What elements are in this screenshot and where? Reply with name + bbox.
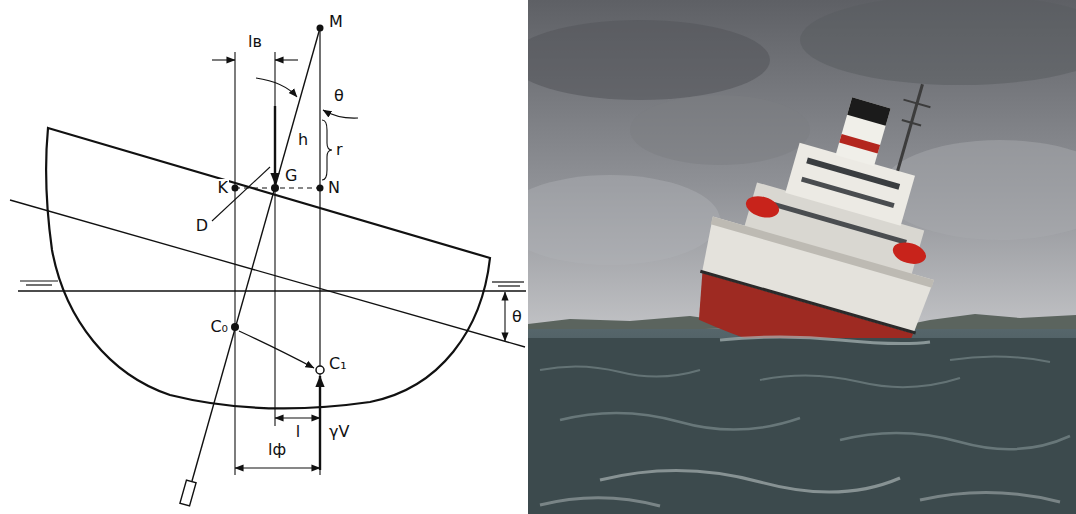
point-label: M	[328, 13, 344, 31]
ship-photo	[528, 0, 1076, 514]
sea-foreground	[528, 338, 1076, 514]
point-label: G	[284, 167, 298, 185]
extension-line	[274, 192, 275, 426]
wave	[560, 413, 800, 430]
dimension-arrow	[275, 59, 298, 60]
window-row	[801, 177, 895, 208]
funnel-band	[839, 134, 880, 154]
funnel-top	[847, 97, 890, 125]
ship	[683, 39, 985, 386]
point-dot	[231, 323, 239, 331]
wave	[840, 433, 1070, 449]
wave	[950, 356, 1050, 362]
point-label: lв	[247, 33, 263, 51]
angle-arrow	[323, 110, 358, 118]
point-label: C₀	[209, 318, 229, 336]
centre-line	[192, 28, 320, 481]
lifeboat	[743, 193, 781, 222]
extension-line	[319, 374, 320, 475]
weight-arrow	[274, 106, 276, 184]
point-label: r	[335, 141, 344, 159]
point-dot	[271, 184, 279, 192]
angle-arrow	[504, 292, 505, 341]
point-circle	[316, 366, 324, 374]
cloud	[630, 95, 810, 165]
stability-diagram	[10, 25, 526, 506]
point-dot	[232, 185, 239, 192]
mast-yard	[904, 100, 931, 108]
water-mark	[498, 285, 520, 286]
extension-line	[234, 52, 235, 475]
waterline	[18, 290, 526, 291]
cloud	[528, 175, 720, 265]
buoyancy-arrow	[319, 376, 321, 470]
foam	[720, 337, 930, 344]
mast	[898, 84, 923, 171]
water-mark	[492, 281, 524, 282]
wave	[600, 470, 900, 492]
leader-line	[212, 167, 270, 221]
wave	[540, 366, 700, 376]
point-label: lф	[267, 441, 287, 459]
point-label: N	[327, 179, 341, 197]
metacentric-line	[319, 28, 320, 366]
point-label: γV	[328, 423, 350, 441]
angle-arrow	[256, 78, 297, 97]
lifeboat	[890, 239, 928, 268]
point-label: h	[297, 131, 309, 149]
stern-shade	[711, 217, 934, 288]
inclined-waterline	[10, 200, 525, 347]
point-label: K	[217, 179, 230, 197]
dimension-arrow	[212, 59, 235, 60]
wave	[920, 492, 1060, 502]
keel-mark	[180, 480, 196, 506]
point-label: l	[295, 423, 301, 441]
point-label: θ	[333, 87, 345, 105]
water-mark	[26, 284, 52, 285]
point-dot	[317, 25, 324, 32]
wave	[760, 375, 960, 387]
point-label: θ	[511, 308, 523, 326]
hull-stripe	[700, 271, 915, 333]
point-dot	[317, 185, 324, 192]
shift-arrow	[239, 331, 314, 368]
wave	[540, 498, 660, 506]
radius-brace	[322, 120, 332, 180]
point-label: D	[195, 217, 209, 235]
funnel	[836, 97, 891, 166]
point-label: C₁	[328, 355, 348, 373]
cloud	[528, 20, 770, 100]
cloud	[800, 0, 1076, 85]
water-mark	[20, 280, 58, 281]
hull-outline	[46, 128, 490, 408]
dimension-line	[275, 417, 320, 418]
dimension-line	[235, 467, 320, 468]
sea	[528, 329, 1076, 514]
mast-yard	[902, 120, 921, 126]
